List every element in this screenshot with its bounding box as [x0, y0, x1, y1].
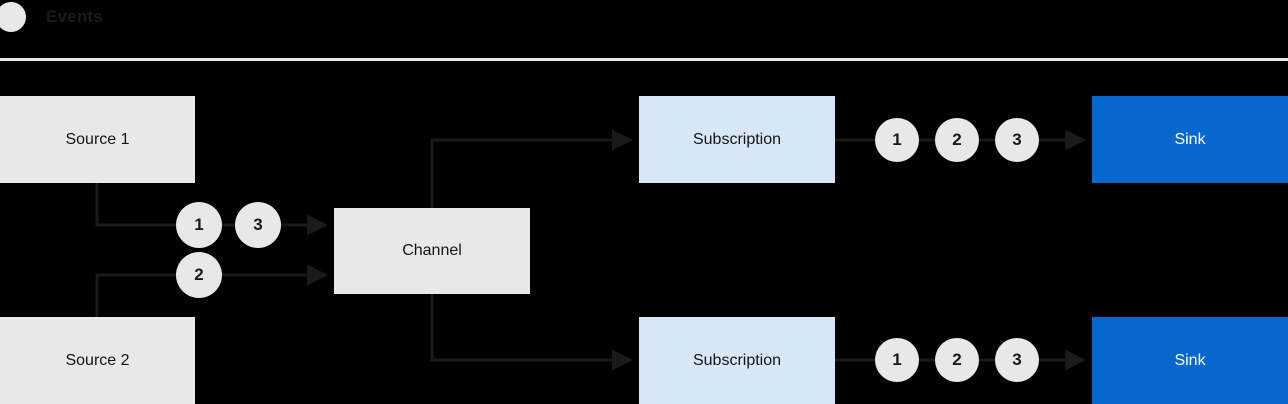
wire-source1-to-token1	[95, 183, 178, 227]
token-label: 3	[1012, 350, 1022, 369]
node-label: Subscription	[692, 130, 782, 148]
token-top-3: 3	[995, 118, 1039, 162]
node-label: Source 1	[65, 130, 130, 148]
token-label: 1	[892, 350, 902, 369]
token-ingress-1: 1	[176, 202, 222, 248]
token-top-1: 1	[875, 118, 919, 162]
node-label: Sink	[1174, 130, 1206, 148]
token-label: 1	[194, 215, 204, 234]
node-sink-1[interactable]: Sink	[1092, 96, 1288, 183]
node-source-2[interactable]: Source 2	[0, 317, 195, 404]
node-label: Subscription	[692, 351, 782, 369]
token-label: 3	[1012, 130, 1022, 149]
node-label: Source 2	[65, 351, 130, 369]
node-sink-2[interactable]: Sink	[1092, 317, 1288, 404]
token-label: 1	[892, 130, 902, 149]
token-top-2: 2	[935, 118, 979, 162]
token-bot-3: 3	[995, 338, 1039, 382]
token-ingress-2: 2	[176, 252, 222, 298]
legend: Events	[0, 0, 1288, 58]
token-bot-1: 1	[875, 338, 919, 382]
token-label: 2	[952, 130, 962, 149]
node-subscription-2[interactable]: Subscription	[639, 317, 835, 404]
legend-label: Events	[46, 7, 103, 26]
node-label: Sink	[1174, 351, 1206, 369]
token-bot-2: 2	[935, 338, 979, 382]
wire-channel-to-subscription2	[430, 294, 634, 371]
token-label: 2	[194, 265, 204, 284]
node-label: Channel	[402, 242, 462, 259]
token-ingress-3: 3	[235, 202, 281, 248]
node-subscription-1[interactable]: Subscription	[639, 96, 835, 183]
node-source-1[interactable]: Source 1	[0, 96, 195, 183]
token-label: 3	[253, 215, 263, 234]
token-label: 2	[952, 350, 962, 369]
node-channel[interactable]: Channel	[334, 208, 530, 294]
wire-channel-to-subscription1	[430, 129, 634, 208]
header-divider	[0, 58, 1288, 61]
wire-source2-to-token2	[95, 273, 178, 317]
event-circle-icon	[0, 2, 26, 32]
